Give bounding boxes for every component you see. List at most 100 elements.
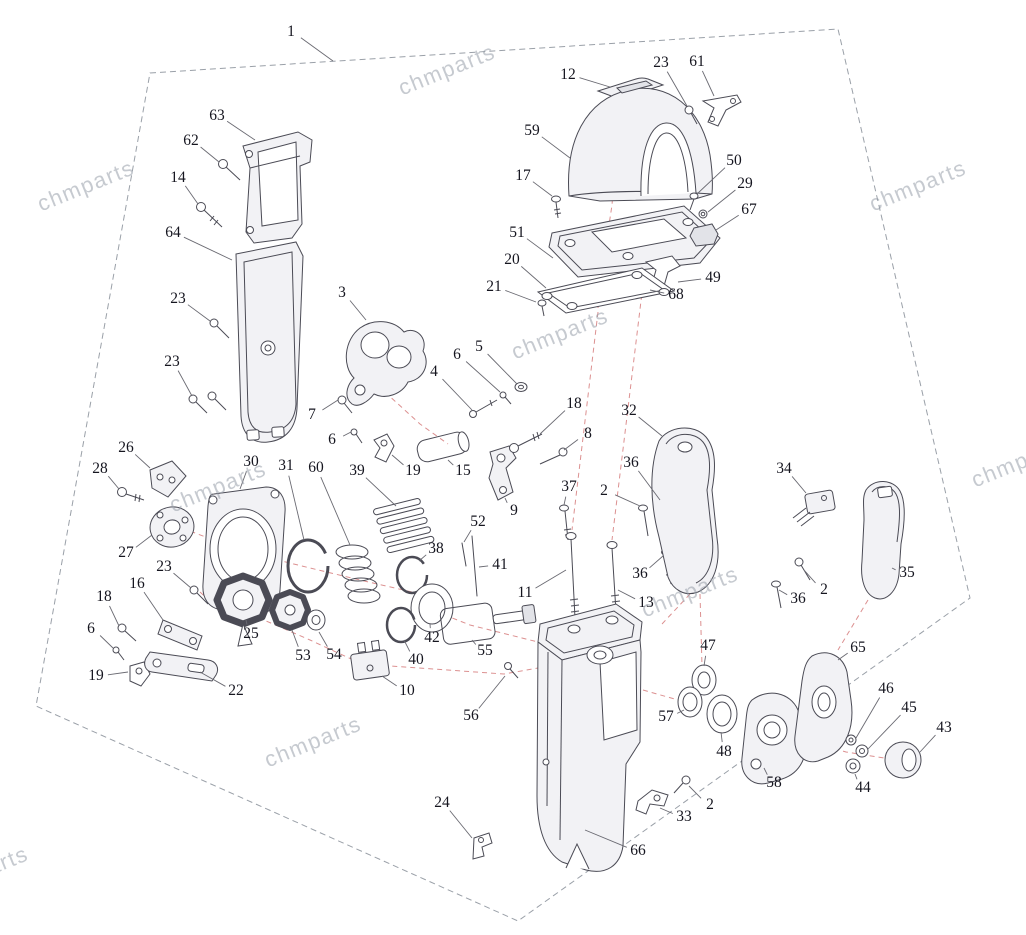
leader-line	[487, 353, 518, 385]
leader-line	[837, 652, 848, 661]
part-washer-5	[514, 382, 528, 392]
leader-line	[463, 529, 472, 543]
leader-line	[778, 589, 788, 596]
part-knob-53	[269, 589, 311, 631]
leader-line	[638, 470, 661, 501]
leader-line	[322, 399, 339, 411]
leader-line	[442, 378, 473, 411]
leader-line	[677, 278, 702, 283]
leader-line	[649, 555, 664, 569]
leader-line	[187, 304, 211, 322]
part-clip-40	[385, 606, 417, 644]
part-screw-11	[565, 532, 580, 619]
part-cover-32	[651, 427, 719, 595]
leader-line	[763, 767, 768, 775]
leader-line	[300, 37, 334, 62]
part-washer-44	[845, 758, 861, 774]
leader-line	[318, 631, 328, 647]
leader-line	[720, 731, 723, 743]
leader-line	[579, 77, 611, 88]
part-plate-26	[149, 460, 187, 498]
part-pin-56	[504, 662, 519, 679]
leader-line	[867, 714, 901, 750]
leader-line	[638, 416, 663, 437]
part-rod-41	[471, 535, 478, 597]
leader-line	[659, 807, 673, 814]
part-ring-54	[306, 609, 326, 631]
leader-line	[471, 639, 477, 645]
leader-line	[541, 136, 571, 159]
leader-line	[134, 454, 151, 469]
part-leaf-springs-39	[373, 498, 435, 554]
leader-line	[803, 569, 816, 584]
leader-line	[199, 671, 226, 687]
leader-line	[715, 214, 739, 231]
leader-line	[109, 605, 120, 627]
leader-line	[200, 146, 220, 163]
leader-line	[532, 181, 553, 197]
part-washer-46	[845, 734, 857, 746]
part-disc-27	[149, 506, 195, 548]
part-cring-38	[395, 555, 429, 595]
part-ring-48	[706, 694, 738, 734]
part-roller-43	[884, 741, 922, 779]
part-shaft-55	[439, 602, 537, 645]
part-top-cover-assembly	[551, 77, 742, 219]
leader-line	[478, 675, 506, 709]
part-screw-28	[117, 487, 145, 503]
part-pin-4	[469, 399, 498, 418]
part-bracket-63	[242, 131, 313, 244]
leader-line	[449, 810, 473, 839]
leader-line	[649, 289, 665, 294]
part-lever-58	[741, 692, 807, 785]
part-bracket-22	[144, 651, 219, 682]
leader-line	[563, 439, 579, 451]
part-spring-60	[335, 544, 381, 604]
part-clip-19a	[373, 433, 395, 463]
part-handle-3	[345, 321, 427, 406]
part-screw-2c	[673, 775, 691, 794]
leader-line	[891, 567, 896, 571]
leader-line	[349, 300, 367, 321]
leader-line	[791, 476, 807, 494]
part-link-16	[157, 619, 203, 651]
leader-line	[854, 773, 858, 780]
leader-line	[703, 655, 707, 667]
leader-line	[107, 475, 120, 490]
leader-line	[288, 475, 305, 541]
part-pin-6c	[112, 646, 125, 661]
part-lever-65	[794, 652, 853, 763]
part-clamp-24	[472, 832, 493, 860]
leader-line	[855, 697, 881, 739]
leader-line	[478, 565, 489, 568]
leader-line	[143, 591, 164, 621]
leader-line	[535, 569, 567, 589]
leader-line	[465, 361, 501, 393]
part-screws-23b	[188, 391, 227, 414]
leader-line	[584, 829, 627, 848]
leader-line	[291, 629, 299, 647]
part-panel-64	[235, 241, 304, 443]
leader-line	[676, 709, 685, 714]
leader-line	[418, 554, 427, 562]
leader-line	[183, 236, 233, 261]
leader-line	[505, 289, 537, 303]
part-screw-2b	[794, 557, 811, 581]
leader-line	[365, 477, 397, 507]
part-housing-66	[536, 603, 643, 872]
leader-line	[177, 370, 193, 397]
leader-line	[184, 185, 199, 205]
part-bracket-9	[488, 445, 517, 501]
part-ring-31	[286, 538, 330, 594]
part-screw-2a	[638, 504, 649, 537]
part-screw-18b	[117, 623, 137, 642]
leader-line	[707, 189, 736, 213]
part-screw-62	[218, 159, 241, 181]
part-pin-6a	[350, 428, 363, 444]
part-screw-13	[606, 541, 621, 613]
leader-line	[107, 671, 129, 676]
leader-line	[391, 454, 404, 466]
leader-line	[688, 785, 702, 799]
